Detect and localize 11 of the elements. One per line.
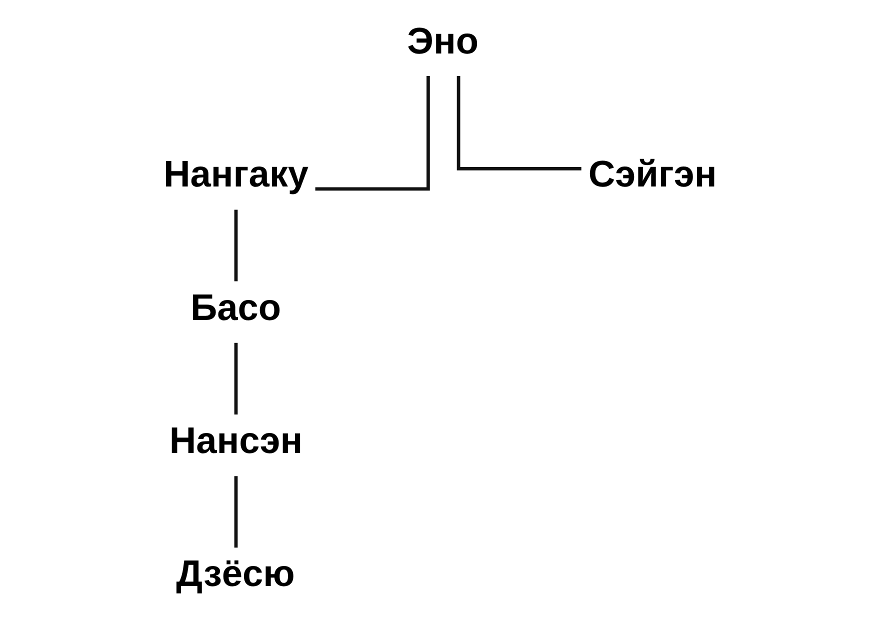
node-text: Нансэн	[169, 418, 303, 461]
connector	[315, 76, 430, 191]
node-text: Басо	[190, 286, 282, 328]
connector	[234, 476, 238, 548]
connector	[234, 210, 238, 282]
node-text: Дзёсю	[176, 552, 295, 594]
connector	[456, 76, 582, 170]
node-text: Эно	[407, 19, 479, 62]
node-text: Сэйгэн	[588, 152, 717, 195]
node-text: Нангаку	[163, 152, 309, 195]
connector	[234, 342, 238, 414]
